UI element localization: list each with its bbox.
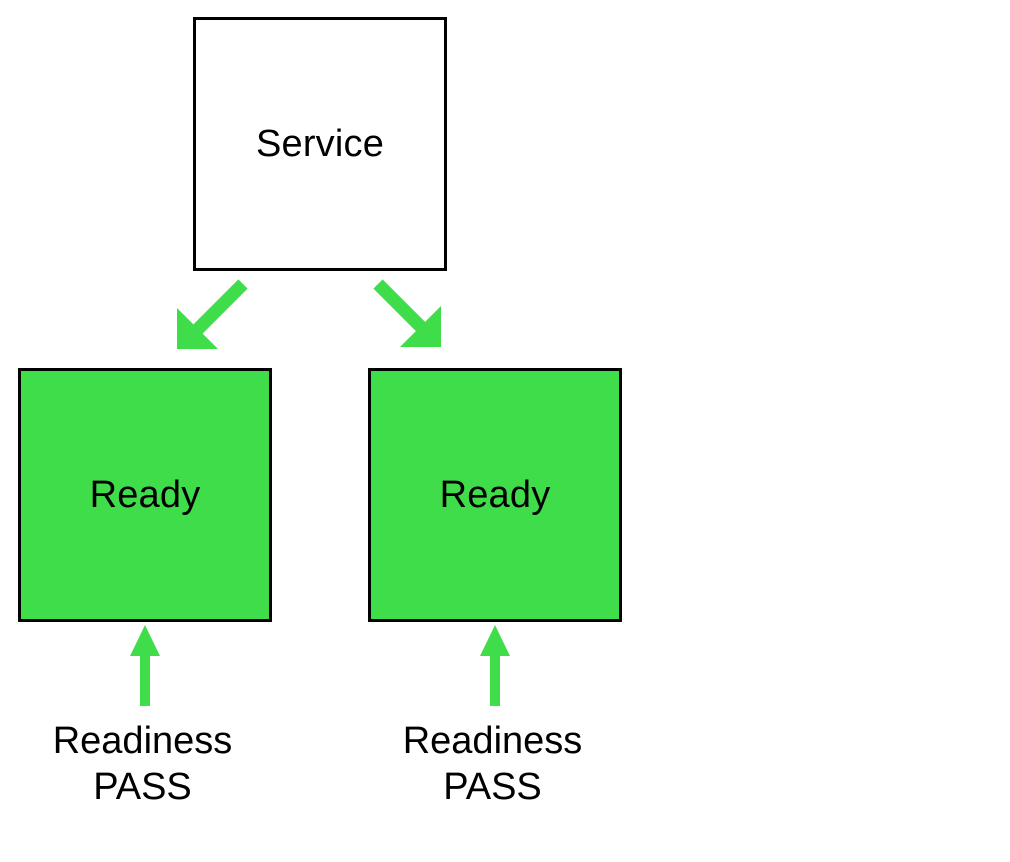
edge-service-to-ready-right-arrow — [373, 279, 441, 347]
readiness-pass-label-left: Readiness PASS — [52, 720, 233, 808]
service-node[interactable]: Service — [193, 17, 447, 271]
ready-node-left-label: Ready — [89, 474, 201, 516]
service-node-label: Service — [255, 123, 385, 165]
edge-probe-to-ready-left-arrow — [130, 625, 160, 706]
edge-probe-to-ready-right-arrow — [480, 625, 510, 706]
ready-node-right[interactable]: Ready — [368, 368, 622, 622]
readiness-pass-label-right: Readiness PASS — [402, 720, 583, 808]
edge-service-to-ready-left-arrow — [177, 279, 248, 349]
ready-node-left[interactable]: Ready — [18, 368, 272, 622]
ready-node-right-label: Ready — [439, 474, 551, 516]
